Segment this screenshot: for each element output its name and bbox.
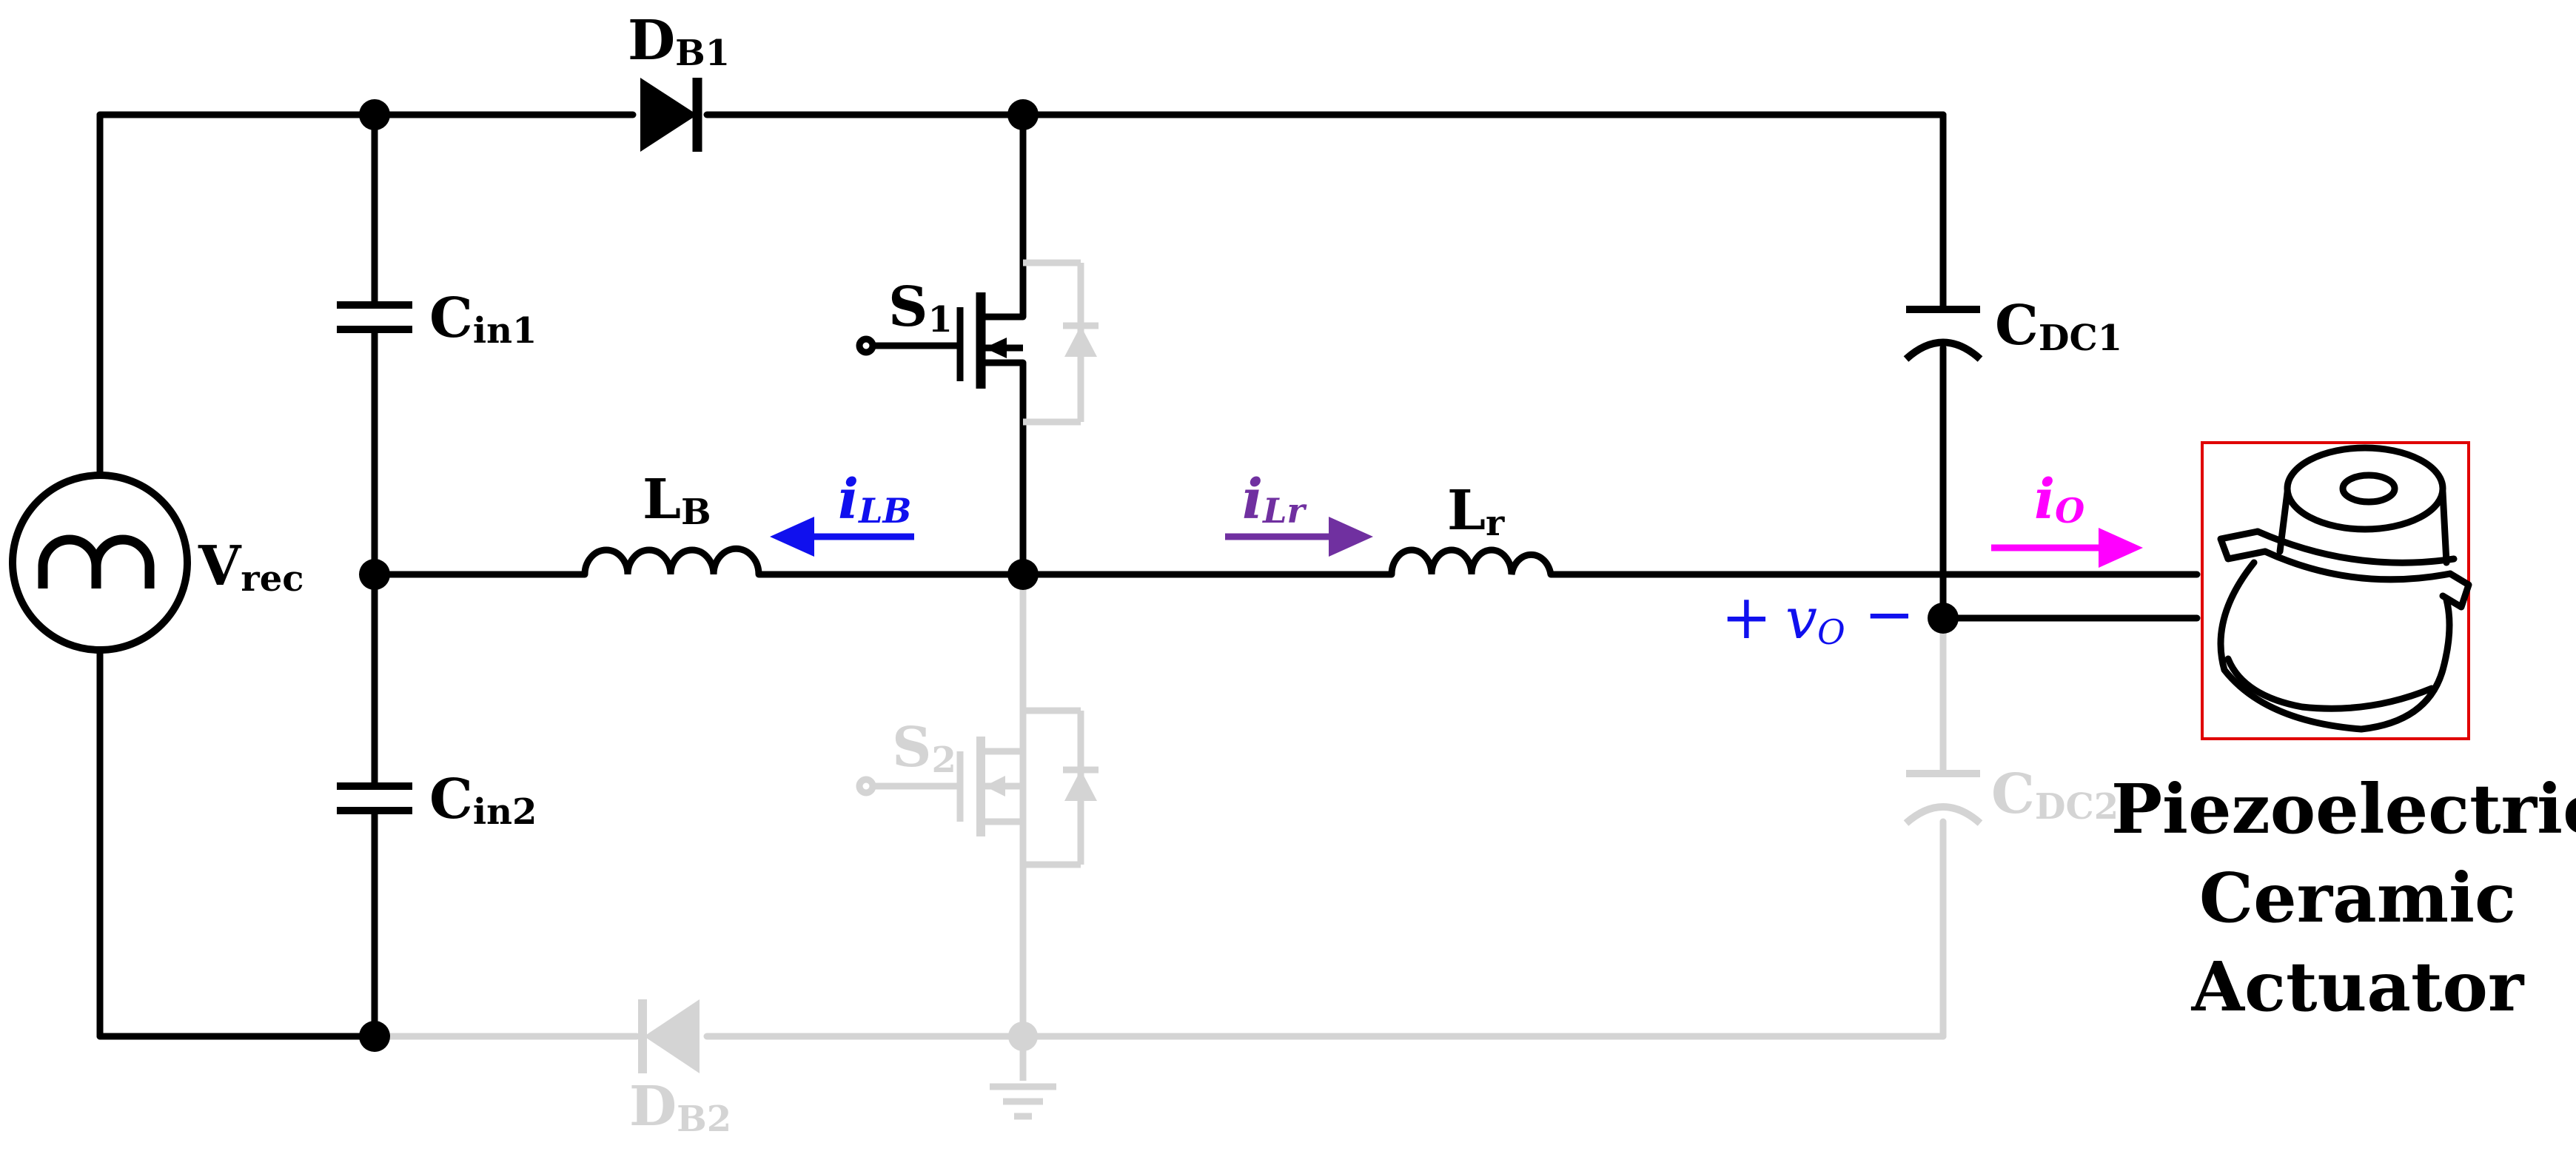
label-s2: S2 [892,716,956,781]
body-diode-s1 [1023,259,1099,426]
label-vo-plus: + [1721,583,1772,653]
label-lb: LB [643,468,711,533]
label-vo: vO [1785,586,1845,652]
label-lr: Lr [1447,479,1505,544]
capacitor-cdc2 [1903,770,1983,826]
label-io: iO [2034,468,2084,531]
mosfet-s2 [856,707,1099,868]
active-wires [96,111,2201,1040]
capacitor-cdc1 [1903,306,1983,362]
capacitor-cin2 [337,782,412,814]
label-ilr: iLr [1242,468,1307,531]
label-ilb: iLB [838,468,911,531]
label-s1: S1 [888,275,953,341]
ground-icon [990,1022,1056,1120]
label-db1: DB1 [628,9,730,74]
label-vo-minus: − [1864,580,1915,650]
current-arrow-ilr [1225,517,1373,557]
label-vrec: Vrec [198,534,303,600]
actuator-caption-line3: Actuator [2191,947,2525,1027]
actuator-caption-line2: Ceramic [2199,858,2516,938]
capacitor-cin1 [337,301,412,333]
inductor-lb [581,545,762,575]
diode-db1 [640,78,702,152]
circuit-nodes [359,99,1959,1052]
label-cdc2: CDC2 [1991,762,2119,828]
label-db2: DB2 [629,1075,731,1140]
inactive-branch [371,571,1947,1040]
piezo-actuator-icon [2201,441,2472,740]
current-arrow-ilb [770,517,914,557]
label-cdc1: CDC1 [1995,294,2122,359]
label-cin2: Cin2 [429,768,537,833]
actuator-caption-line1: Piezoelectric [2111,769,2576,849]
ac-source-icon [9,472,191,654]
current-arrow-io [1991,528,2143,568]
label-cin1: Cin1 [429,286,537,352]
inductor-lr [1388,546,1554,575]
diode-db2 [638,999,700,1073]
mosfet-s1 [856,292,1023,389]
